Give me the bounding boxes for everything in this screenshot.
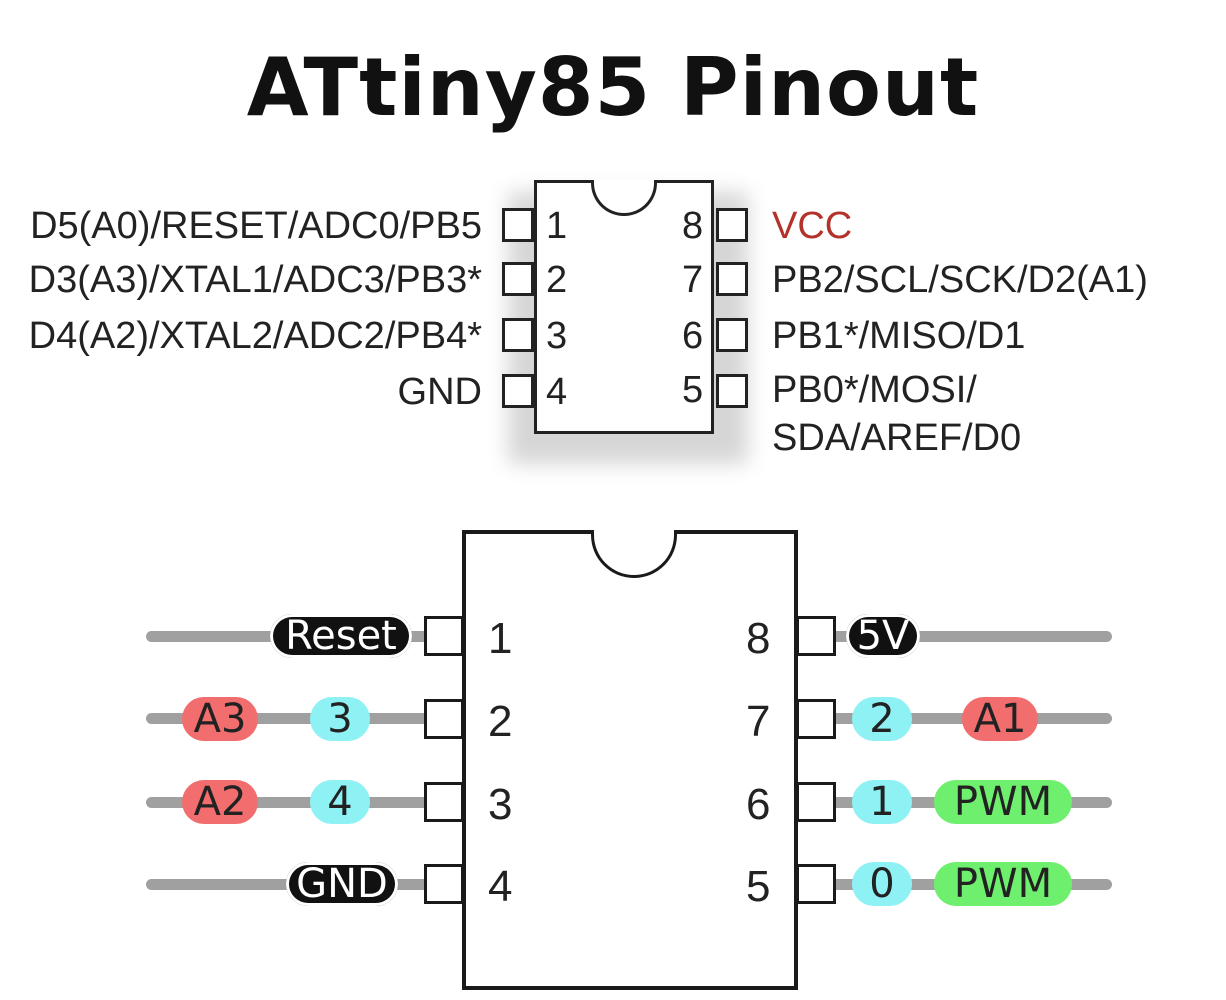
pin-pad-4 — [502, 374, 534, 408]
pin-pad-4 — [424, 864, 464, 904]
pin-number: 4 — [488, 862, 513, 911]
tag-analog: A2 — [182, 780, 258, 824]
pin-number: 1 — [488, 614, 513, 663]
pin-number: 8 — [746, 614, 771, 663]
pin-label: D3(A3)/XTAL1/ADC3/PB3* — [28, 259, 482, 301]
wire — [146, 797, 436, 808]
chip-body — [462, 530, 798, 990]
pin-number: 4 — [546, 371, 568, 413]
pin-number: 5 — [746, 862, 771, 911]
tag-digital: 1 — [852, 780, 912, 824]
pin-pad-5 — [796, 864, 836, 904]
tag-pwm: PWM — [934, 862, 1072, 906]
pin-number: 2 — [488, 697, 513, 746]
pin-pad-3 — [502, 318, 534, 352]
pin-number: 8 — [682, 205, 704, 247]
pin-number: 5 — [682, 369, 704, 411]
pin-number: 2 — [546, 259, 568, 301]
pin-pad-2 — [502, 262, 534, 296]
pin-label: GND — [397, 371, 482, 413]
pin-label: D4(A2)/XTAL2/ADC2/PB4* — [28, 315, 482, 357]
tag-pwm: PWM — [934, 780, 1072, 824]
tag-5v: 5V — [846, 614, 920, 658]
pin-number: 3 — [546, 315, 568, 357]
pin-pad-7 — [796, 699, 836, 739]
pin-label: PB1*/MISO/D1 — [772, 315, 1026, 357]
pin-pad-1 — [424, 616, 464, 656]
tag-digital: 0 — [852, 862, 912, 906]
tag-analog: A3 — [182, 697, 258, 741]
tag-digital: 4 — [310, 780, 370, 824]
chip-body — [534, 180, 714, 434]
pin-pad-5 — [716, 374, 748, 408]
pin-label: SDA/AREF/D0 — [772, 417, 1022, 459]
pin-number: 3 — [488, 780, 513, 829]
pin-label: D5(A0)/RESET/ADC0/PB5 — [30, 205, 482, 247]
page-title: ATtiny85 Pinout — [246, 41, 980, 134]
tag-digital: 2 — [852, 697, 912, 741]
pin-number: 6 — [682, 315, 704, 357]
pin-pad-3 — [424, 782, 464, 822]
pin-number: 6 — [746, 780, 771, 829]
tag-analog: A1 — [962, 697, 1038, 741]
pin-number: 1 — [546, 205, 568, 247]
pin-label: PB2/SCL/SCK/D2(A1) — [772, 259, 1148, 301]
wire — [146, 713, 436, 724]
pin-pad-8 — [716, 208, 748, 242]
pin-pad-1 — [502, 208, 534, 242]
pin-pad-8 — [796, 616, 836, 656]
tag-reset: Reset — [270, 614, 412, 658]
pin-pad-2 — [424, 699, 464, 739]
wire — [824, 631, 1112, 642]
chip-notch — [591, 530, 677, 578]
tag-gnd: GND — [286, 862, 398, 906]
pin-number: 7 — [746, 697, 771, 746]
tag-digital: 3 — [310, 697, 370, 741]
pin-number: 7 — [682, 259, 704, 301]
pin-pad-6 — [796, 782, 836, 822]
pin-label-vcc: VCC — [772, 205, 853, 247]
pin-pad-6 — [716, 318, 748, 352]
chip-notch — [591, 180, 657, 216]
pin-pad-7 — [716, 262, 748, 296]
pin-label: PB0*/MOSI/ — [772, 369, 977, 411]
